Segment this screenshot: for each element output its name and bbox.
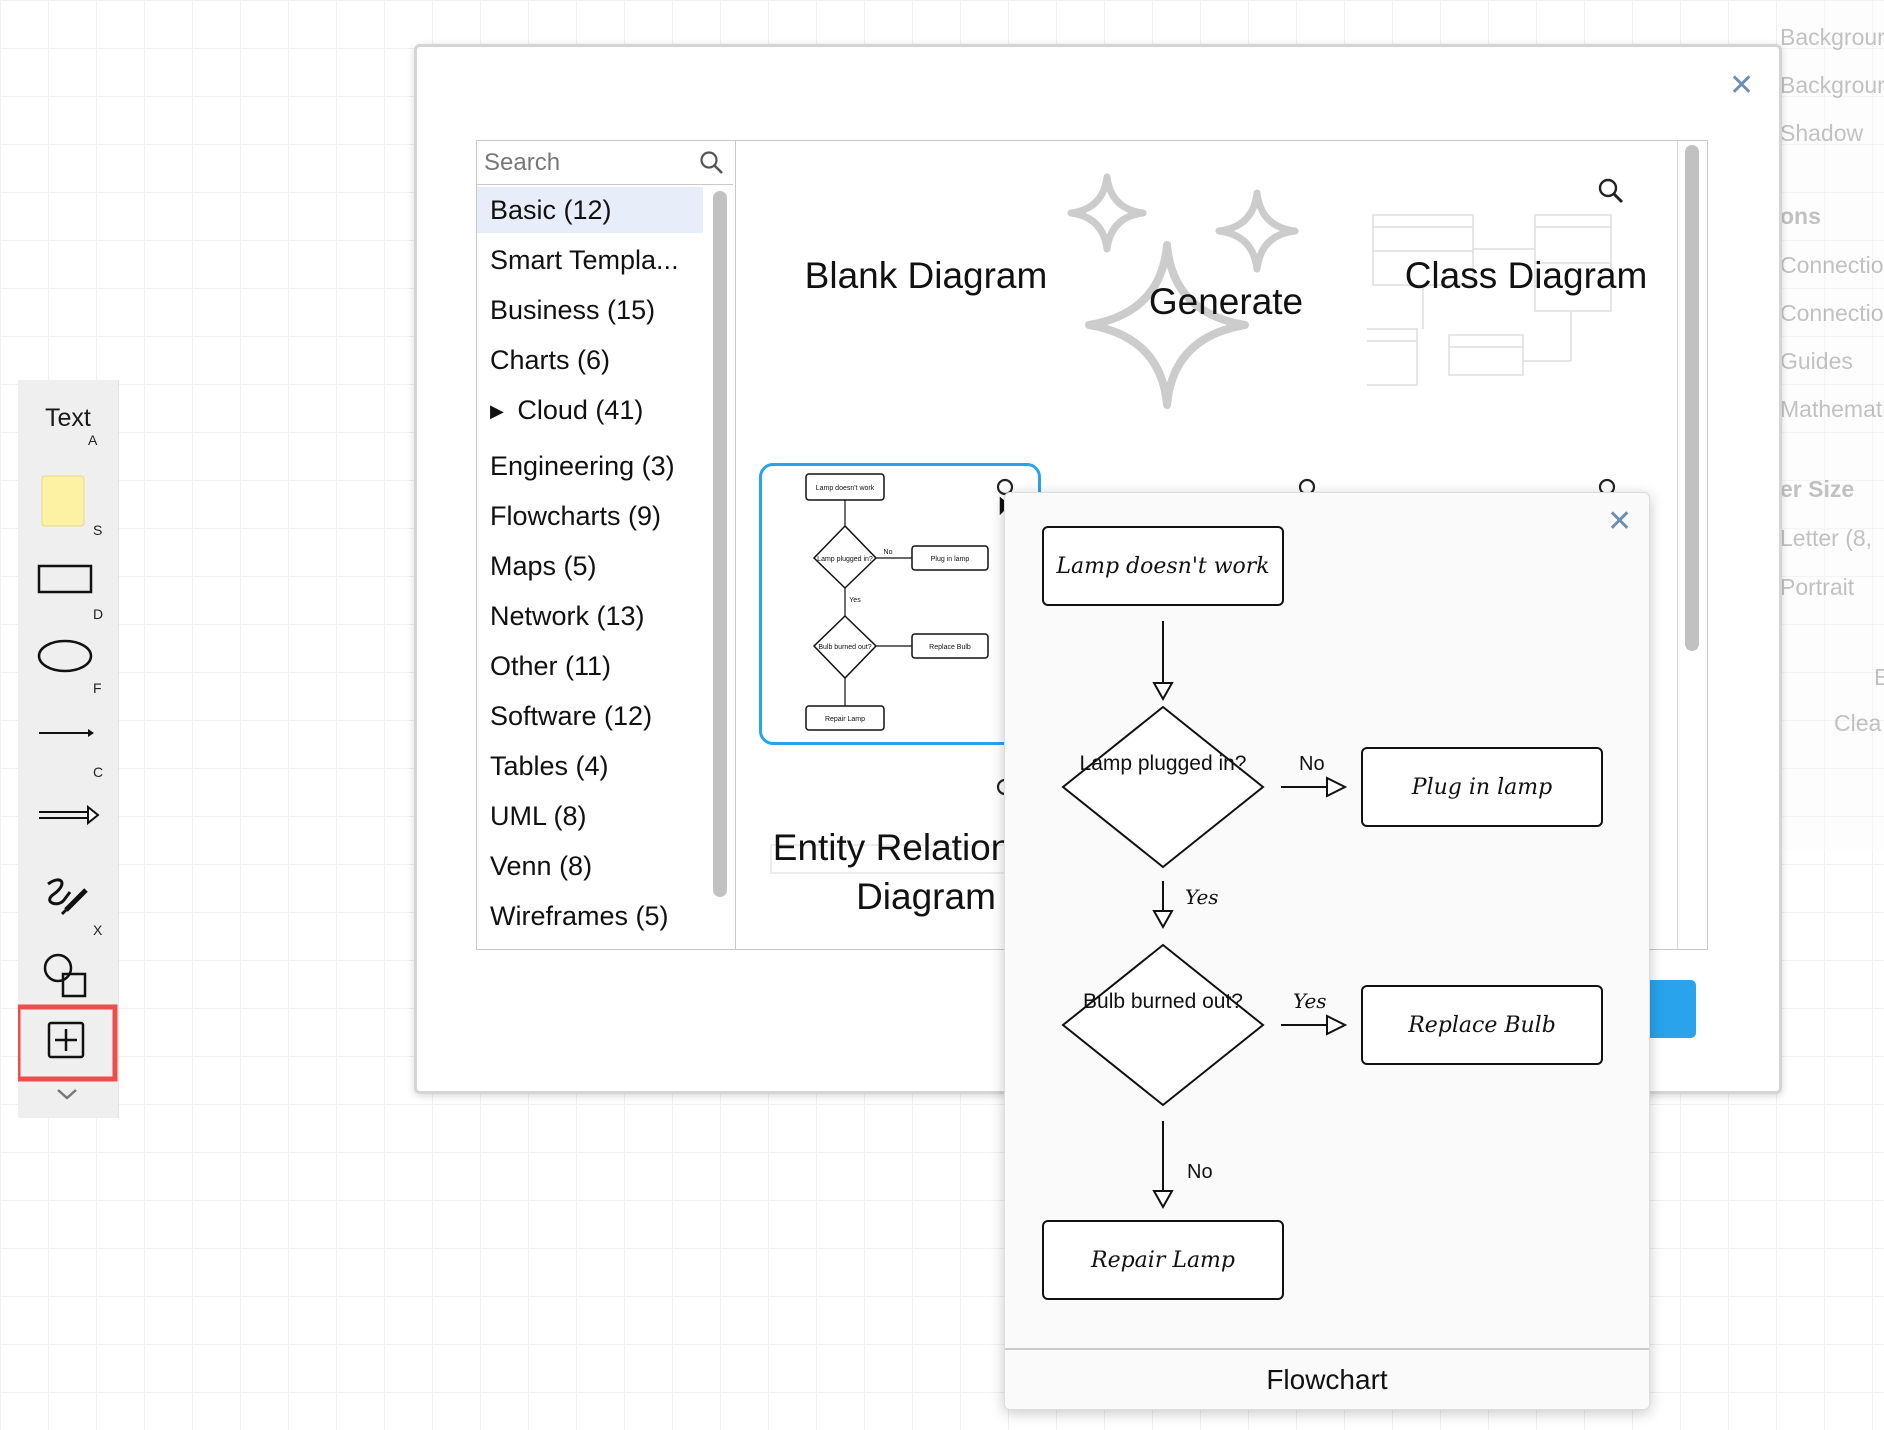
line-tool[interactable]: C bbox=[18, 718, 118, 784]
connector-arrow-tool[interactable] bbox=[18, 798, 118, 858]
thumb-a1-text: Plug in lamp bbox=[931, 556, 970, 563]
freehand-icon bbox=[47, 878, 88, 916]
category-software[interactable]: Software (12) bbox=[490, 701, 653, 731]
template-class-diagram[interactable]: Class Diagram bbox=[1404, 255, 1648, 296]
thumb-start-text: Lamp doesn't work bbox=[816, 485, 875, 492]
category-basic[interactable]: Basic (12) bbox=[477, 187, 703, 233]
text-tool-label: Text bbox=[45, 404, 91, 432]
more-tools-toggle[interactable] bbox=[18, 1080, 118, 1110]
class-diagram-thumbnail bbox=[1367, 214, 1612, 386]
category-flowcharts[interactable]: Flowcharts (9) bbox=[490, 501, 662, 531]
freehand-shortcut: X bbox=[93, 922, 103, 938]
search-icon[interactable] bbox=[699, 150, 725, 176]
rectangle-tool[interactable]: D bbox=[18, 560, 118, 626]
decision-diamond-2 bbox=[1061, 943, 1265, 1107]
sticky-note-icon bbox=[41, 475, 85, 527]
scrollbar-track-divider bbox=[1677, 141, 1678, 949]
category-uml[interactable]: UML (8) bbox=[490, 801, 587, 831]
format-item-connection[interactable]: Connection bbox=[1780, 252, 1884, 278]
category-smart-templates[interactable]: Smart Templa... bbox=[490, 245, 679, 275]
template-search-input[interactable] bbox=[477, 141, 733, 185]
text-shortcut: A bbox=[88, 432, 98, 448]
freehand-tool[interactable]: X bbox=[18, 870, 118, 942]
category-business[interactable]: Business (15) bbox=[490, 295, 656, 325]
format-item-background[interactable]: Background bbox=[1780, 24, 1884, 50]
ellipse-icon bbox=[37, 639, 93, 673]
sparkle-icon bbox=[1067, 173, 1299, 409]
edge-label-no-2: No bbox=[1187, 1161, 1213, 1183]
decision-1-label: Lamp plugged in? bbox=[1079, 752, 1247, 775]
format-section-paper-size: er Size bbox=[1780, 476, 1855, 502]
repair-lamp-node: Repair Lamp bbox=[1042, 1220, 1284, 1300]
sticky-note-tool[interactable]: S bbox=[18, 472, 118, 544]
class-magnify-icon[interactable] bbox=[1597, 177, 1627, 207]
edge-label-no-1: No bbox=[1299, 753, 1325, 775]
thumb-a2-text: Replace Bulb bbox=[929, 644, 971, 651]
thumb-no-label: No bbox=[884, 549, 893, 556]
preview-connectors bbox=[1152, 621, 1348, 1210]
ellipse-tool[interactable]: F bbox=[18, 636, 118, 702]
decision-diamond-1 bbox=[1061, 705, 1265, 869]
dialog-close-icon[interactable]: ✕ bbox=[1729, 69, 1755, 102]
format-item-clear[interactable]: Clea bbox=[1834, 710, 1882, 736]
thumb-yes-label: Yes bbox=[849, 597, 861, 604]
template-grid-scrollbar[interactable] bbox=[1685, 145, 1699, 651]
category-cloud[interactable]: ▶ Cloud (41) bbox=[477, 387, 703, 433]
format-item-guides[interactable]: Guides bbox=[1780, 348, 1853, 374]
edge-label-yes-2: Yes bbox=[1293, 989, 1327, 1013]
templates-tool[interactable] bbox=[15, 1004, 118, 1082]
double-arrow-icon bbox=[39, 804, 100, 826]
format-panel: Background Background Shadow ons Connect… bbox=[1780, 0, 1884, 850]
flowchart-start-node: Lamp doesn't work bbox=[1042, 526, 1284, 606]
line-icon bbox=[39, 729, 94, 737]
edge-label-yes-1: Yes bbox=[1185, 885, 1219, 909]
plus-square-icon bbox=[15, 1004, 118, 1082]
shapes-tool[interactable] bbox=[18, 944, 118, 1010]
category-list: Basic (12) Smart Templa... Business (15)… bbox=[477, 141, 736, 949]
template-generate[interactable]: Generate bbox=[1148, 281, 1304, 322]
format-item-portrait[interactable]: Portrait bbox=[1780, 574, 1855, 600]
text-tool[interactable]: Text A bbox=[18, 380, 118, 450]
format-item-e[interactable]: E bbox=[1874, 664, 1884, 690]
category-maps[interactable]: Maps (5) bbox=[490, 551, 597, 581]
rectangle-icon bbox=[37, 564, 93, 594]
expand-triangle-icon: ▶ bbox=[490, 401, 504, 421]
format-item-background-2[interactable]: Background bbox=[1780, 72, 1884, 98]
thumb-q2-text: Bulb burned out? bbox=[818, 644, 871, 651]
shapes-icon bbox=[43, 953, 87, 998]
category-engineering[interactable]: Engineering (3) bbox=[490, 451, 675, 481]
thumb-q1-text: Lamp plugged in? bbox=[817, 556, 873, 563]
flowchart-thumbnail: Lamp doesn't work Lamp plugged in? No Pl… bbox=[805, 473, 989, 731]
format-item-shadow[interactable]: Shadow bbox=[1780, 120, 1864, 146]
format-item-letter[interactable]: Letter (8, bbox=[1780, 525, 1873, 551]
template-flowchart-thumb[interactable]: Lamp doesn't work Lamp plugged in? No Pl… bbox=[759, 463, 1041, 745]
format-item-mathematical[interactable]: Mathemati bbox=[1780, 396, 1884, 422]
replace-bulb-node: Replace Bulb bbox=[1361, 985, 1603, 1065]
category-tables[interactable]: Tables (4) bbox=[490, 751, 609, 781]
category-cloud-label: Cloud (41) bbox=[517, 395, 644, 425]
plug-in-lamp-node: Plug in lamp bbox=[1361, 747, 1603, 827]
ellipse-shortcut: F bbox=[93, 680, 102, 696]
template-blank-diagram[interactable]: Blank Diagram bbox=[804, 255, 1048, 296]
line-shortcut: C bbox=[93, 764, 104, 780]
decision-2-label: Bulb burned out? bbox=[1083, 990, 1243, 1013]
preview-caption: Flowchart bbox=[1005, 1348, 1649, 1410]
chevron-down-icon bbox=[57, 1089, 77, 1100]
category-network[interactable]: Network (13) bbox=[490, 601, 645, 631]
sticky-shortcut: S bbox=[93, 522, 103, 538]
category-charts[interactable]: Charts (6) bbox=[490, 345, 611, 375]
category-wireframes[interactable]: Wireframes (5) bbox=[490, 901, 669, 931]
shapes-toolbar: Text A S D F C bbox=[15, 380, 119, 1118]
rectangle-shortcut: D bbox=[93, 606, 104, 622]
format-section-options: ons bbox=[1780, 203, 1821, 229]
category-venn[interactable]: Venn (8) bbox=[490, 851, 593, 881]
template-preview-popup: ✕ Lamp doesn't work Lamp plugged in? Plu… bbox=[1004, 492, 1650, 1410]
preview-close-icon[interactable]: ✕ bbox=[1607, 505, 1633, 538]
category-scrollbar[interactable] bbox=[713, 191, 727, 897]
thumb-end-text: Repair Lamp bbox=[825, 716, 865, 723]
category-other[interactable]: Other (11) bbox=[490, 651, 612, 681]
format-item-connection-2[interactable]: Connection bbox=[1780, 300, 1884, 326]
